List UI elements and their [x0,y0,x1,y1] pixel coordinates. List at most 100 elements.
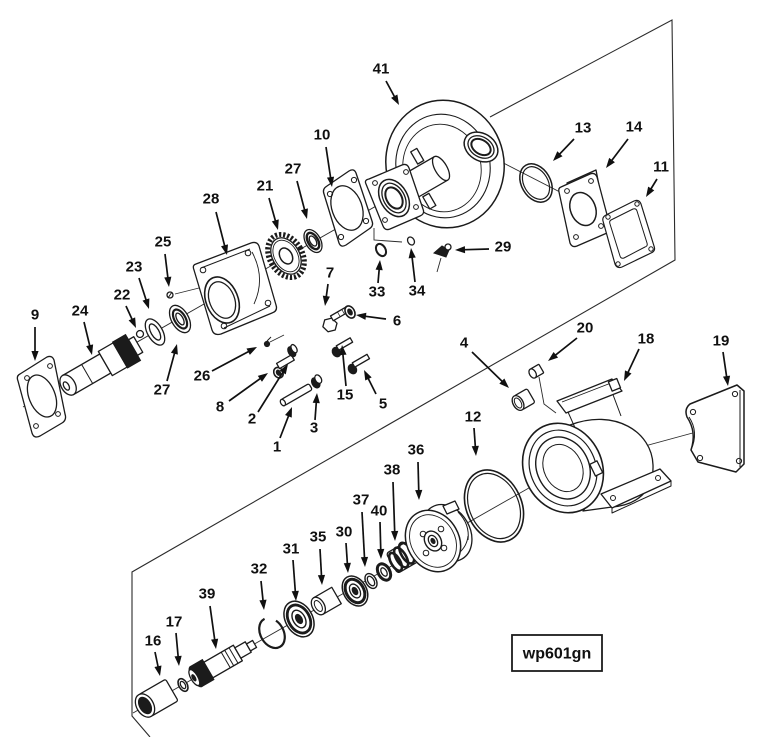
callout-number: 6 [393,313,401,330]
callout-number: 8 [216,399,224,416]
callout-number: 31 [283,541,300,558]
part-27-seal-front [303,228,323,254]
callout-arrow-head [312,393,320,404]
callout-arrow-line [471,351,506,385]
callout-number: 23 [126,259,143,276]
callout-arrow-line [552,337,578,358]
part-21-gear [265,231,307,281]
part-18-pump-body [521,377,672,514]
callout-number: 35 [310,529,327,546]
callout-arrow-head [499,378,509,388]
leader-line-3 [436,257,442,273]
callout-arrow-head [415,489,423,500]
part-23-washer [144,318,166,346]
callout-arrow-head [606,157,615,168]
callout-number: 19 [713,333,730,350]
callout-number: 2 [248,411,256,428]
part-40-seal-ring [375,562,393,582]
callout-28: 28 [203,191,229,255]
callout-2: 2 [248,364,288,428]
leader-lines [174,228,557,414]
callout-21: 21 [257,178,279,230]
part-29-fitting-bolt [433,243,452,258]
callout-number: 12 [465,409,482,426]
callout-1: 1 [273,407,292,456]
callout-arrow-line [325,146,332,182]
callout-arrow-head [326,176,335,187]
part-13-o-ring [519,163,553,203]
callout-arrow-line [164,253,170,282]
callout-27: 27 [154,344,178,399]
part-36-impeller [404,500,473,573]
callout-29: 29 [455,239,511,256]
leader-line-4 [538,376,557,414]
callout-12: 12 [465,409,482,456]
callout-arrow-head [624,370,632,381]
callout-arrow-head [646,186,655,197]
callout-number: 20 [577,320,594,337]
callout-18: 18 [624,331,655,381]
part-35-spacer [310,586,342,616]
callout-arrow-line [209,605,217,644]
callout-arrow-head [553,151,563,161]
callout-17: 17 [166,614,183,666]
part-24-drive-shaft [59,333,144,396]
callout-33: 33 [369,260,385,301]
part-5-capscrew [347,353,371,375]
part-1-stud [279,383,313,407]
callout-number: 11 [653,159,669,176]
callout-3: 3 [310,393,320,437]
callout-arrow-head [211,638,219,649]
callout-11: 11 [646,159,669,197]
callout-arrow-head [259,599,267,610]
part-14-outlet-flange [558,169,612,248]
callout-arrow-line [257,368,286,413]
callout-8: 8 [216,373,268,416]
part-3-nut [310,374,323,389]
callout-32: 32 [251,561,268,610]
callout-number: 17 [166,614,183,631]
figure-code-box: wp601gn [511,634,603,672]
callout-22: 22 [114,287,136,328]
callout-7: 7 [322,265,334,306]
callout-30: 30 [336,524,352,573]
callout-arrow-line [556,138,575,158]
callout-arrow-head [154,665,162,676]
callout-arrow-line [410,253,416,283]
callout-arrow-head [170,344,178,355]
callout-27: 27 [285,161,308,219]
callout-4: 4 [460,335,509,388]
part-31-bearing [283,600,315,638]
sheet-frame [131,19,676,737]
callout-number: 39 [199,586,216,603]
callout-arrow-head [300,208,308,219]
callout-number: 41 [373,61,390,78]
callout-number: 18 [638,331,655,348]
callout-number: 32 [251,561,268,578]
callout-arrow-head [285,407,292,418]
callout-20: 20 [548,320,594,361]
part-27-seal-rear [168,304,192,334]
callout-arrow-head [291,590,299,601]
callout-number: 29 [495,239,512,256]
callout-arrow-line [211,349,253,372]
callout-arrow-head [375,260,383,271]
part-15-capscrew [331,337,354,358]
callout-number: 9 [31,307,39,324]
callout-arrow-line [417,461,420,495]
part-39-impeller-shaft [188,639,258,688]
callout-arrow-head [271,219,279,230]
callout-arrow-line [608,138,629,164]
callout-arrow-head [322,295,330,306]
callout-9: 9 [31,307,39,361]
callout-number: 10 [314,127,331,144]
callout-34: 34 [408,248,426,300]
part-30-bearing [341,575,369,607]
callout-arrow-head [128,317,136,328]
callout-arrow-head [86,344,94,355]
callout-39: 39 [199,586,219,649]
part-41-pump-housing [364,99,505,231]
